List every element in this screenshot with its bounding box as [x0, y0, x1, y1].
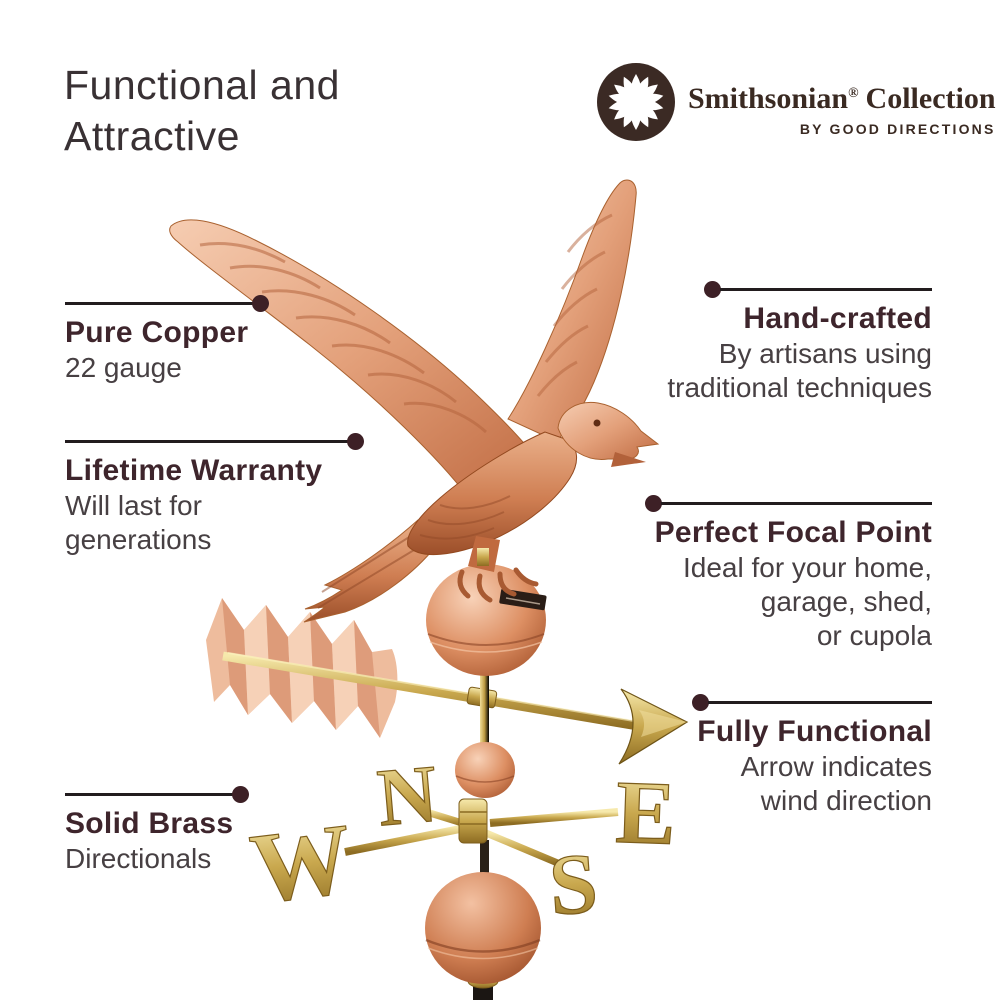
directional-letter-south: S — [546, 834, 600, 933]
sunburst-icon — [597, 63, 675, 141]
callout-heading: Lifetime Warranty — [65, 454, 323, 487]
leader-dot — [252, 295, 269, 312]
leader-dot — [232, 786, 249, 803]
leader-fully-functional — [692, 694, 932, 711]
leader-lifetime-warranty — [65, 433, 364, 450]
callout-text: Will last for — [65, 490, 202, 521]
callout-heading: Hand-crafted — [743, 302, 932, 335]
leader-line — [708, 701, 932, 704]
leader-perfect-focal-point — [645, 495, 932, 512]
callout-text: generations — [65, 524, 212, 555]
callout-solid-brass: Solid Brass Directionals — [65, 786, 249, 876]
leader-line — [720, 288, 932, 291]
callout-text: By artisans using — [718, 338, 932, 369]
leader-solid-brass — [65, 786, 249, 803]
callout-hand-crafted: Hand-crafted By artisans using tradition… — [667, 281, 932, 405]
leader-line — [661, 502, 932, 505]
callout-heading: Perfect Focal Point — [654, 516, 932, 549]
copper-ball-middle — [455, 742, 515, 798]
callout-perfect-focal-point: Perfect Focal Point Ideal for your home,… — [645, 495, 932, 653]
leader-line — [65, 793, 233, 796]
callout-text: Arrow indicates — [740, 751, 932, 782]
leader-dot — [645, 495, 662, 512]
callout-lifetime-warranty: Lifetime Warranty Will last for generati… — [65, 433, 364, 557]
callout-text: wind direction — [760, 785, 932, 816]
directional-letter-west: W — [245, 802, 358, 924]
brand-collection-text: Collection — [865, 81, 996, 115]
callout-text: 22 gauge — [65, 352, 182, 383]
registered-mark: ® — [848, 85, 859, 101]
callout-text: Ideal for your home, — [682, 552, 932, 583]
page-title-line2: Attractive — [64, 113, 240, 159]
leader-line — [65, 440, 348, 443]
brand-name-text: Smithsonian — [688, 81, 849, 115]
callout-pure-copper: Pure Copper 22 gauge — [65, 295, 269, 385]
leader-line — [65, 302, 253, 305]
page-title-line1: Functional and — [64, 62, 340, 108]
brand-lockup: Smithsonian® Collection BY GOOD DIRECTION… — [594, 60, 996, 144]
callout-text: or cupola — [816, 620, 932, 651]
leader-hand-crafted — [667, 281, 932, 298]
page-title: Functional and Attractive — [64, 60, 340, 162]
directional-rods — [344, 806, 619, 868]
callout-fully-functional: Fully Functional Arrow indicates wind di… — [692, 694, 932, 818]
callout-heading: Pure Copper — [65, 316, 249, 349]
directional-letter-north: N — [374, 748, 441, 844]
brand-byline: BY GOOD DIRECTIONS — [799, 120, 996, 137]
leader-pure-copper — [65, 295, 269, 312]
callout-text: Directionals — [65, 843, 212, 874]
copper-ball-bottom — [425, 872, 541, 984]
brand-name: Smithsonian® Collection — [688, 82, 996, 116]
leader-dot — [704, 281, 721, 298]
callout-heading: Fully Functional — [697, 715, 932, 748]
directional-letter-east: E — [614, 763, 677, 864]
callout-heading: Solid Brass — [65, 807, 234, 840]
callout-text: garage, shed, — [760, 586, 932, 617]
leader-dot — [692, 694, 709, 711]
eagle-figure — [169, 179, 660, 623]
leader-dot — [347, 433, 364, 450]
callout-text: traditional techniques — [667, 372, 932, 403]
